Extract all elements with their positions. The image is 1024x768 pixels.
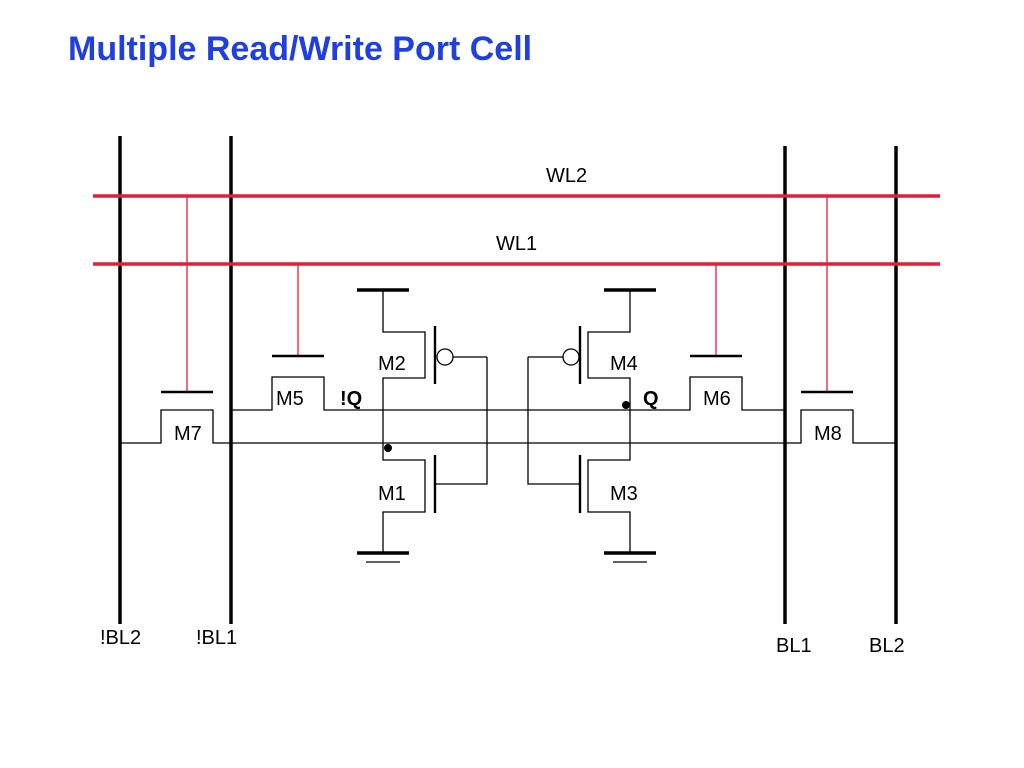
label-nbl2: !BL2 — [100, 627, 141, 649]
label-wl1: WL1 — [496, 233, 537, 255]
access-transistor-m8 — [630, 390, 896, 444]
label-m3: M3 — [610, 483, 638, 505]
node-dot-left — [384, 444, 392, 452]
m2-gate-bubble — [436, 348, 454, 366]
label-node-q: Q — [643, 388, 659, 410]
access-transistor-m5 — [231, 354, 383, 411]
access-transistor-m7 — [120, 390, 383, 444]
label-m8: M8 — [814, 423, 842, 445]
m4-gate-bubble — [562, 348, 580, 366]
label-node-nq: !Q — [340, 388, 362, 410]
label-m5: M5 — [276, 388, 304, 410]
ground-symbol-right — [604, 551, 656, 563]
right-inverter — [527, 290, 631, 553]
label-m1: M1 — [378, 483, 406, 505]
label-m7: M7 — [174, 423, 202, 445]
label-nbl1: !BL1 — [196, 627, 237, 649]
label-wl2: WL2 — [546, 165, 587, 187]
bit-lines — [118, 136, 898, 624]
label-m4: M4 — [610, 353, 638, 375]
label-bl1: BL1 — [776, 635, 812, 657]
slide-title: Multiple Read/Write Port Cell — [68, 30, 533, 68]
cross-coupling — [383, 409, 630, 444]
left-inverter — [382, 290, 488, 553]
access-transistor-m6 — [630, 354, 785, 411]
label-m2: M2 — [378, 353, 406, 375]
node-dot-right — [622, 401, 630, 409]
power-rails — [357, 288, 656, 563]
word-lines — [93, 194, 940, 392]
label-bl2: BL2 — [869, 635, 905, 657]
ground-symbol-left — [357, 551, 409, 563]
label-m6: M6 — [703, 388, 731, 410]
